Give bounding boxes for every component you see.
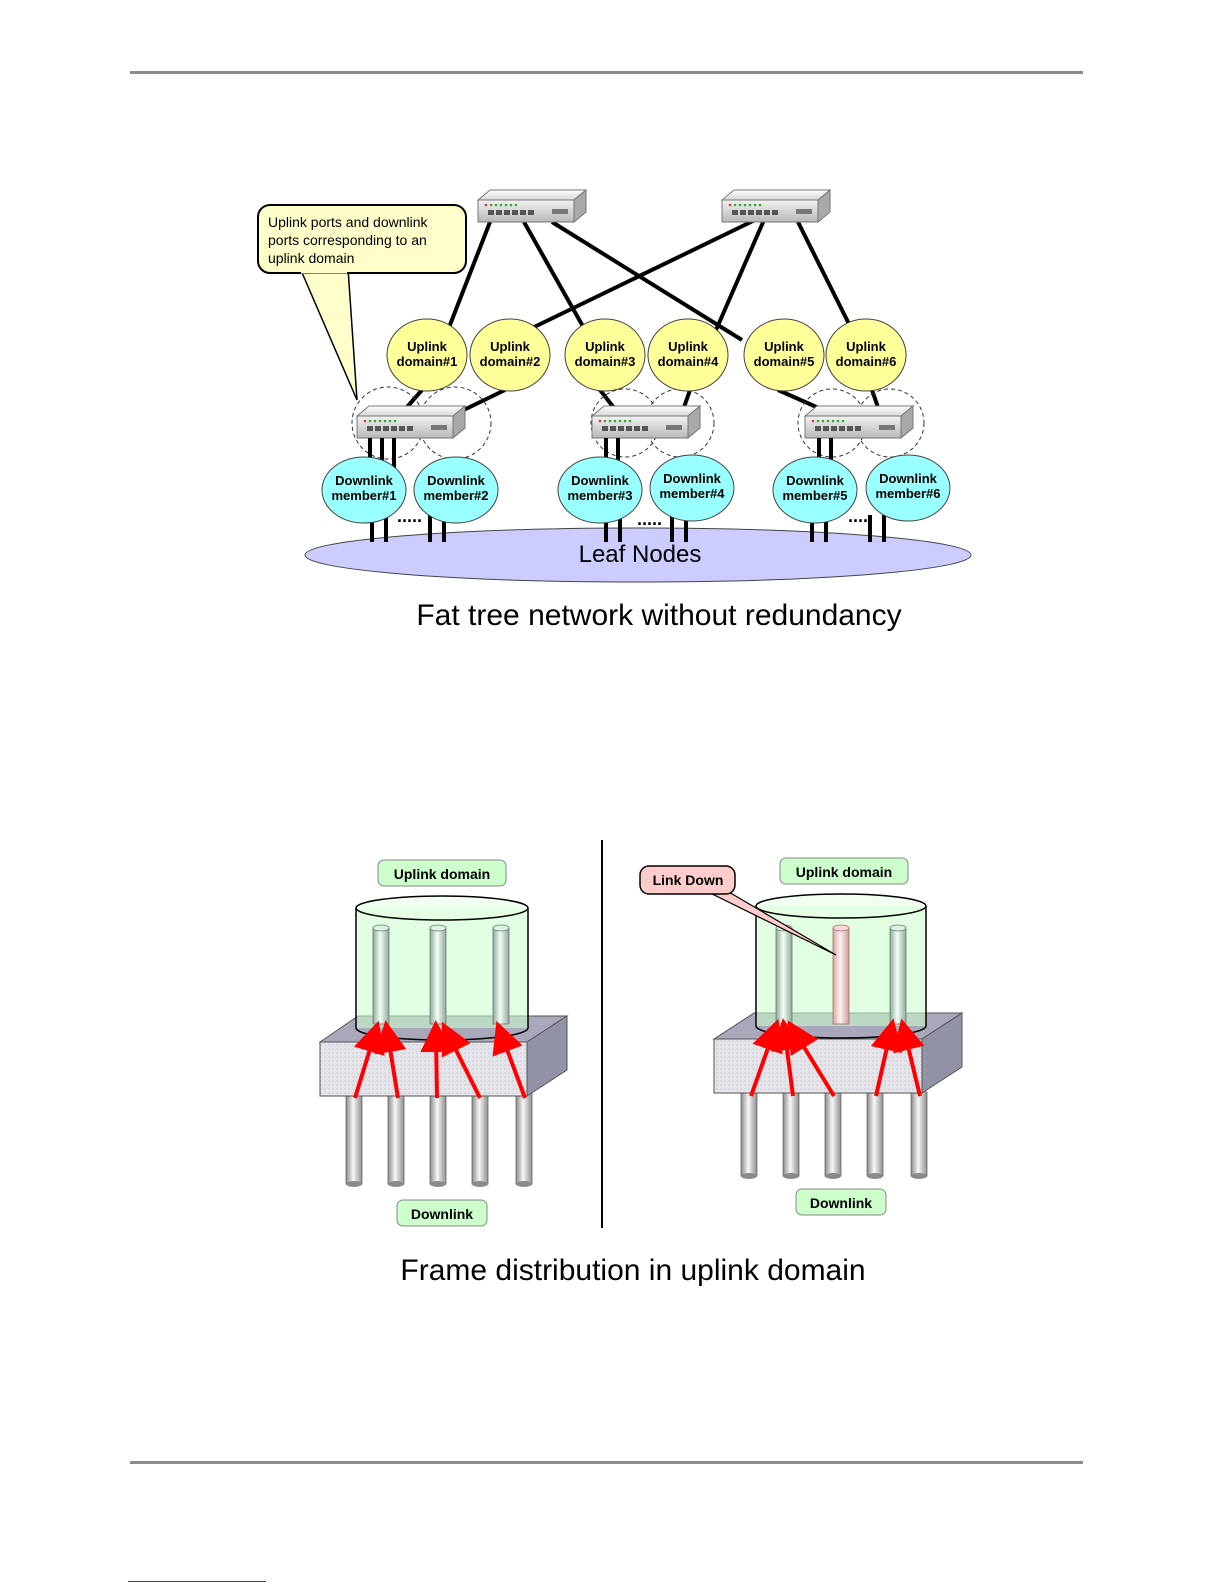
right-uplink-label: Uplink domain bbox=[796, 864, 892, 880]
uplink-domain-4-l2: domain#4 bbox=[658, 354, 719, 369]
right-downlink-label-box bbox=[795, 1188, 887, 1216]
fat-tree-figure: Uplink ports and downlink ports correspo… bbox=[257, 189, 972, 632]
downlink-member-2-l2: member#2 bbox=[423, 488, 488, 503]
link-down-label: Link Down bbox=[653, 872, 724, 888]
svg-text:Uplink ports and downlink: Uplink ports and downlink ports correspo… bbox=[268, 214, 431, 266]
downlink-member-5-l1: Downlink bbox=[786, 473, 845, 488]
left-switch-block-front bbox=[319, 1041, 528, 1097]
callout-line-3: uplink domain bbox=[268, 250, 354, 266]
downlink-member-6-l2: member#6 bbox=[875, 486, 940, 501]
core-switch-left bbox=[477, 189, 587, 223]
callout-line-1: Uplink ports and downlink bbox=[268, 214, 429, 230]
figure2-caption: Frame distribution in uplink domain bbox=[400, 1254, 865, 1287]
left-domain-cylinder bbox=[356, 908, 528, 1028]
left-downlink-pipes bbox=[345, 1091, 533, 1187]
left-uplink-pipes bbox=[372, 924, 510, 1025]
right-switch-block-side bbox=[921, 1012, 963, 1094]
right-panel: Link Down Uplink domain Downlink bbox=[639, 857, 964, 1216]
right-downlink-label: Downlink bbox=[810, 1195, 872, 1211]
left-uplink-label: Uplink domain bbox=[394, 866, 490, 882]
leaf-nodes-ellipse bbox=[304, 527, 972, 583]
failed-link-pipe bbox=[832, 927, 850, 1025]
link-down-callout-box bbox=[639, 865, 736, 895]
uplink-domain-2-l2: domain#2 bbox=[480, 354, 541, 369]
uplink-domain-2-l1: Uplink bbox=[490, 339, 530, 354]
downlink-member-4-l1: Downlink bbox=[663, 471, 722, 486]
uplink-domain-6-l2: domain#6 bbox=[836, 354, 897, 369]
header-rule bbox=[130, 71, 1083, 74]
callout-box bbox=[257, 204, 467, 274]
ellipsis-1: ..... bbox=[397, 506, 422, 526]
core-links bbox=[398, 218, 882, 422]
uplink-domain-1-l2: domain#1 bbox=[397, 354, 458, 369]
right-frame-arrows bbox=[749, 1018, 925, 1098]
uplink-domain-5-l2: domain#5 bbox=[754, 354, 815, 369]
left-downlink-label-box bbox=[396, 1199, 488, 1227]
right-downlink-pipes bbox=[740, 1091, 928, 1179]
left-uplink-label-box bbox=[377, 859, 507, 887]
edge-switch-3 bbox=[804, 405, 914, 439]
footer-rule bbox=[130, 1461, 1083, 1464]
downlink-member-3-l2: member#3 bbox=[567, 488, 632, 503]
callout-tail bbox=[298, 267, 358, 401]
downlink-member-2-l1: Downlink bbox=[427, 473, 486, 488]
leaf-nodes-label: Leaf Nodes bbox=[579, 541, 702, 568]
uplink-domain-4-l1: Uplink bbox=[668, 339, 708, 354]
right-domain-cylinder bbox=[756, 906, 926, 1026]
left-downlink-label: Downlink bbox=[411, 1206, 473, 1222]
downlink-member-5-l2: member#5 bbox=[782, 488, 847, 503]
downlink-member-4-l2: member#4 bbox=[659, 486, 725, 501]
left-switch-block-side bbox=[526, 1015, 568, 1097]
uplink-domain-3-l1: Uplink bbox=[585, 339, 625, 354]
edge-switch-2 bbox=[591, 405, 701, 439]
downlink-member-6-l1: Downlink bbox=[879, 471, 938, 486]
uplink-domain-5-l1: Uplink bbox=[764, 339, 804, 354]
callout-line-2: ports corresponding to an bbox=[268, 232, 427, 248]
right-uplink-pipes bbox=[775, 924, 907, 1025]
uplink-domain-3-l2: domain#3 bbox=[575, 354, 636, 369]
core-switch-right bbox=[721, 189, 831, 223]
footer-link-underline bbox=[128, 1581, 266, 1582]
downlink-member-1-l2: member#1 bbox=[331, 488, 396, 503]
right-switch-block-top bbox=[712, 1012, 964, 1040]
ellipsis-2: ..... bbox=[637, 509, 662, 529]
uplink-domain-6-l1: Uplink bbox=[846, 339, 886, 354]
ellipsis-3: ..... bbox=[848, 506, 873, 526]
downlink-member-1-l1: Downlink bbox=[335, 473, 394, 488]
right-switch-block-front bbox=[713, 1038, 923, 1094]
left-frame-arrows bbox=[353, 1020, 527, 1099]
downlink-member-3-l1: Downlink bbox=[571, 473, 630, 488]
edge-switch-1 bbox=[356, 405, 466, 439]
link-down-callout-tail bbox=[699, 887, 837, 956]
figure1-caption: Fat tree network without redundancy bbox=[416, 599, 901, 632]
uplink-domain-1-l1: Uplink bbox=[407, 339, 447, 354]
right-uplink-label-box bbox=[779, 857, 909, 885]
left-panel: Uplink domain Downlink bbox=[318, 859, 569, 1227]
left-switch-block-top bbox=[318, 1015, 569, 1043]
